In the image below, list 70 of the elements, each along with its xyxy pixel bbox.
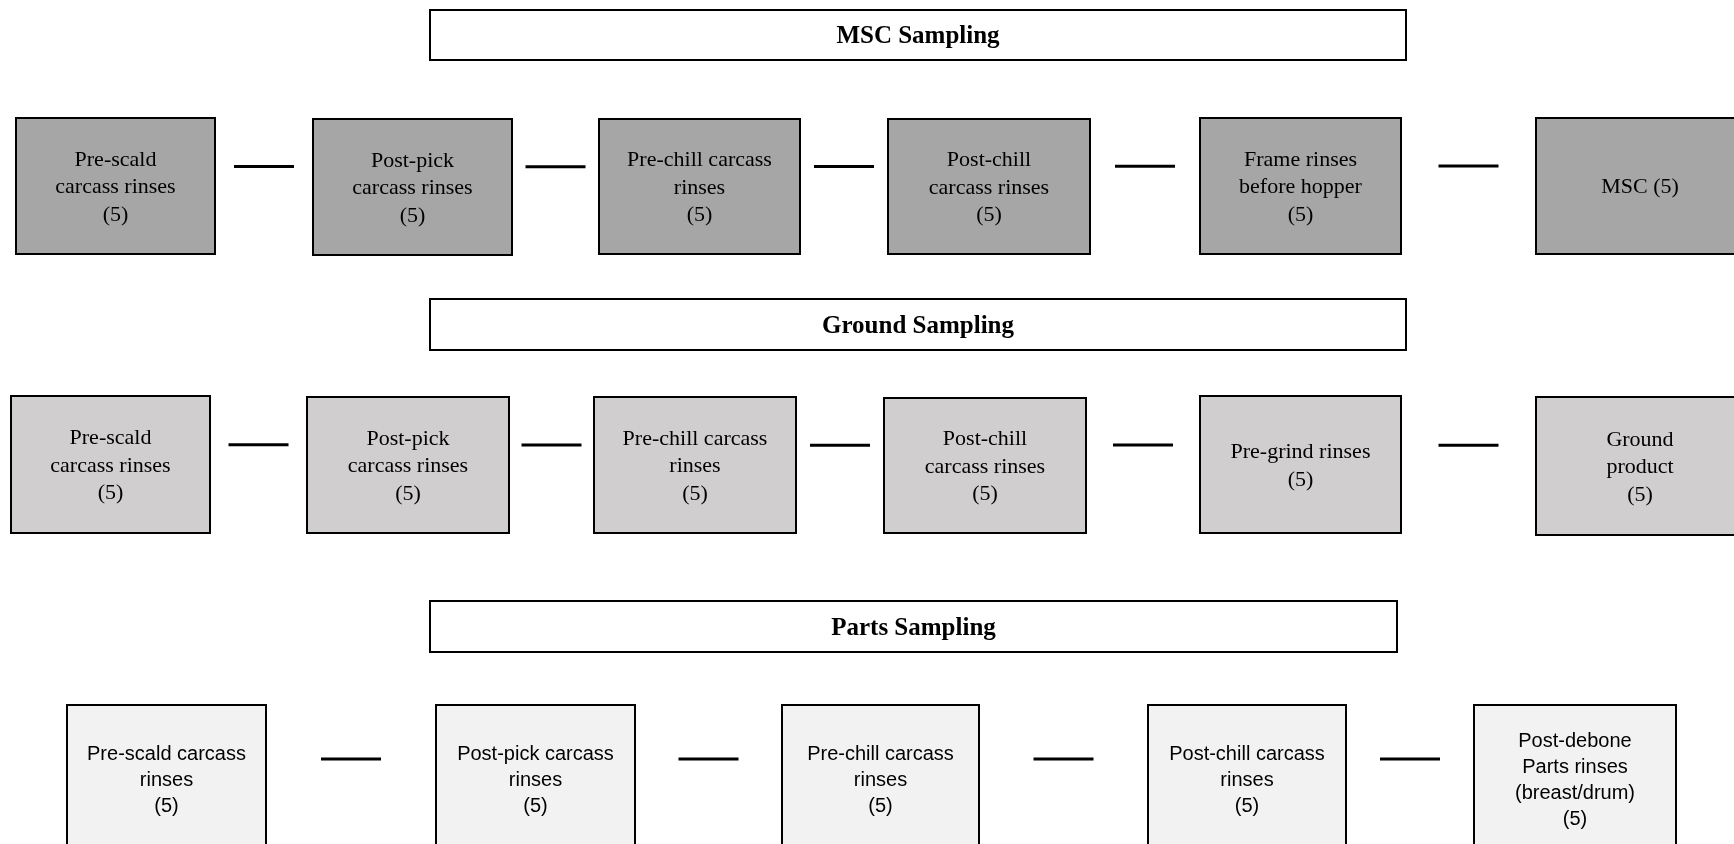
section-header (429, 600, 1398, 653)
sample-box (312, 118, 513, 256)
connector-line (321, 757, 381, 761)
sample-box (883, 397, 1087, 534)
connector-line (1438, 443, 1499, 447)
connector-line (678, 757, 739, 761)
sample-count: (5) (686, 200, 713, 228)
sample-box (10, 395, 211, 534)
sample-label: Ground product (1605, 424, 1675, 480)
sample-count: (5) (1287, 464, 1314, 492)
sample-label: Post-chill carcass rinses (927, 145, 1051, 201)
connector-line (1380, 757, 1440, 761)
sample-label: Pre-chill carcass rinses (806, 741, 955, 792)
sample-box (598, 118, 801, 255)
sample-box (887, 118, 1091, 255)
sample-label: Post-chill carcass rinses (923, 424, 1047, 480)
header-text: Parts Sampling (831, 612, 996, 641)
sample-box (1535, 117, 1734, 255)
sample-count: (5) (1287, 199, 1314, 228)
sample-count: (5) (1627, 479, 1653, 508)
sample-label: Pre-scald carcass rinses (54, 144, 177, 200)
sample-label: Post-pick carcass rinses (346, 423, 470, 479)
connector-line (525, 165, 586, 169)
section-header (429, 9, 1407, 61)
sample-label: Pre-scald carcass rinses (86, 741, 247, 792)
sample-label: Post-chill carcass rinses (1168, 741, 1326, 792)
section-header (429, 298, 1407, 351)
sample-label: Post-pick carcass rinses (456, 741, 615, 792)
sample-count: (5) (523, 793, 548, 818)
sample-box (1473, 704, 1677, 844)
sample-count: (5) (395, 478, 421, 507)
sample-label: Pre-chill carcass rinses (626, 145, 773, 201)
sample-box (435, 704, 636, 844)
sample-count: (5) (1562, 806, 1588, 831)
header-text: MSC Sampling (836, 21, 1000, 49)
sample-box (15, 117, 216, 255)
sample-count: (5) (102, 199, 129, 228)
sample-box (781, 704, 980, 844)
sample-box (1147, 704, 1347, 844)
sample-count: (5) (399, 200, 426, 229)
connector-line (1115, 164, 1175, 168)
sample-count: (5) (682, 478, 708, 507)
header-text: Ground Sampling (822, 310, 1014, 339)
connector-line (228, 443, 289, 447)
sample-label: Post-debone Parts rinses (breast/drum) (1514, 728, 1636, 805)
sample-count: (5) (1234, 793, 1260, 818)
sample-count: (5) (154, 793, 179, 818)
sample-box (593, 396, 797, 534)
connector-line (814, 165, 874, 168)
sample-label: MSC (5) (1601, 172, 1679, 200)
sample-count: (5) (97, 478, 124, 506)
sample-box (1199, 395, 1402, 534)
sample-label: Post-pick carcass rinses (351, 145, 474, 201)
sample-label: Pre-scald carcass rinses (49, 423, 172, 479)
sample-label: Frame rinses before hopper (1238, 144, 1363, 200)
connector-line (521, 443, 582, 447)
sample-box (306, 396, 510, 534)
sample-count: (5) (972, 479, 998, 507)
connector-line (1033, 757, 1094, 761)
connector-line (810, 443, 870, 447)
sample-box (66, 704, 267, 844)
sample-count: (5) (976, 200, 1002, 228)
sample-label: Pre-chill carcass rinses (621, 423, 769, 479)
sample-box (1199, 117, 1402, 255)
connector-line (1438, 164, 1499, 168)
sample-count: (5) (868, 793, 893, 818)
sample-label: Pre-grind rinses (1230, 437, 1371, 465)
connector-line (234, 165, 294, 168)
connector-line (1113, 443, 1173, 447)
sample-box (1535, 396, 1734, 536)
